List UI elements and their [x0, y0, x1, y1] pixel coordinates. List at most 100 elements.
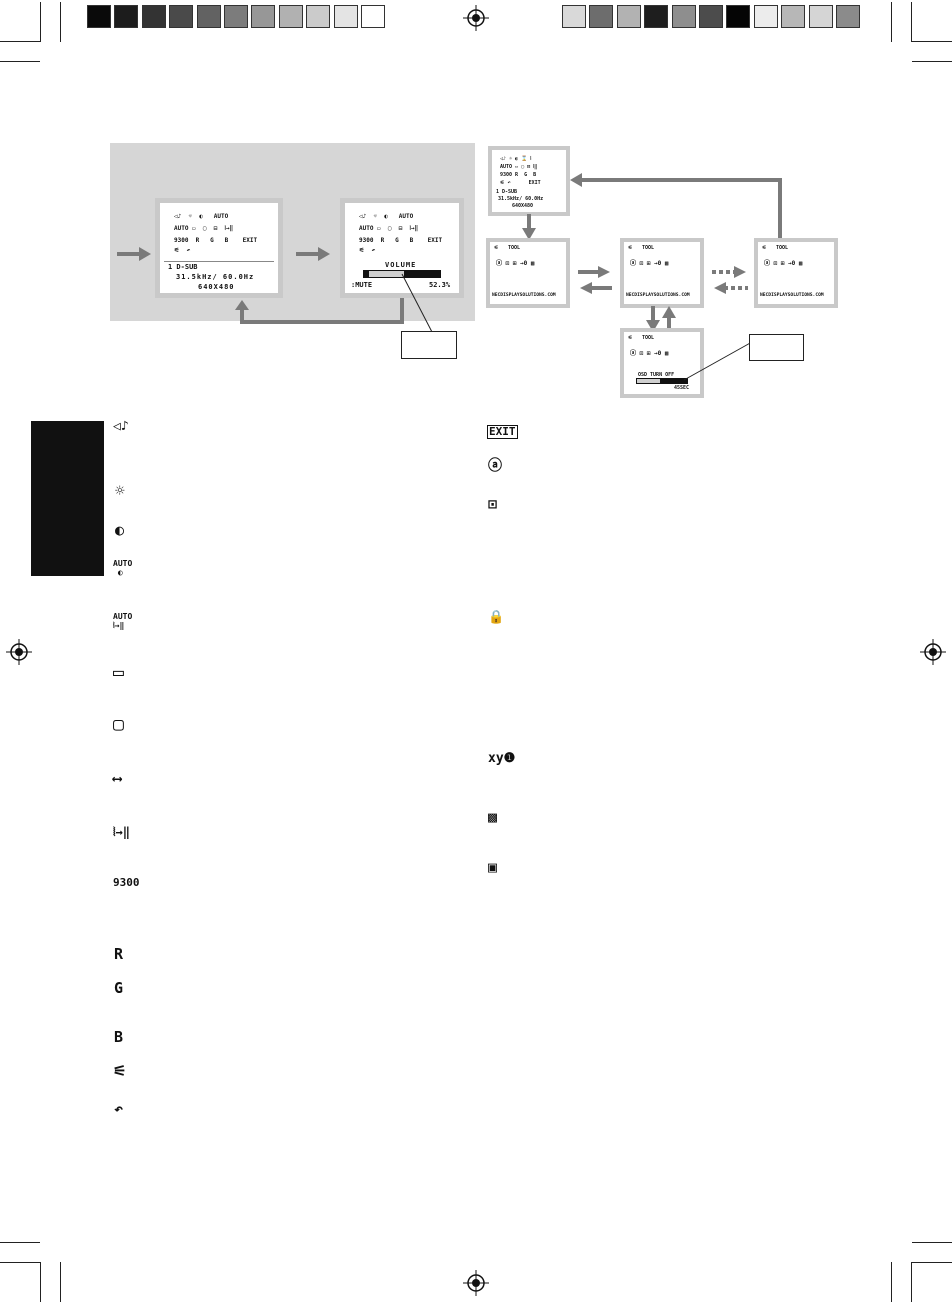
gray-swatch	[361, 5, 385, 28]
osd-icon-row: ◁♪ ☼ ◐ AUTO	[359, 213, 414, 220]
tool-icon-row: ⓐ ⊡ ⊞ →0 ▩	[764, 260, 803, 267]
crop-mark	[40, 2, 41, 42]
url-text: NECDISPLAYSOLUTIONS.COM	[760, 293, 824, 298]
osd-turn-off-slider[interactable]	[636, 378, 688, 384]
osd-icon-row: ⚟ ↶	[174, 247, 191, 254]
arrow-right-icon	[117, 247, 151, 261]
monitor-info-icon: ▣	[488, 858, 498, 876]
tool-icon-row: ⓐ ⊡ ⊞ →0 ▩	[630, 350, 669, 357]
registration-mark-icon	[463, 5, 489, 31]
osd-icon-row: AUTO ▭ ▢ ⊟ ⦚→‖	[174, 225, 234, 232]
gray-swatch	[562, 5, 586, 28]
volume-value: 52.3%	[429, 281, 451, 289]
tool-osd: ⚟ TOOL ⓐ ⊡ ⊞ →0 ▩ NECDISPLAYSOLUTIONS.CO…	[624, 242, 700, 304]
tool-title: TOOL	[642, 335, 655, 341]
crop-mark	[0, 1262, 40, 1263]
gray-swatch	[87, 5, 111, 28]
tool-icon: ⚟	[494, 245, 499, 251]
language-icon: ⓐ	[488, 458, 502, 474]
arrow-pair-icon	[578, 266, 612, 294]
callout-box	[749, 334, 804, 361]
gray-swatch	[753, 5, 778, 28]
tool-title: TOOL	[776, 245, 789, 251]
resolution-readout: 640X480	[198, 283, 235, 291]
osd-icon-row: 9300 R G B EXIT	[174, 237, 258, 244]
tool-icon-row: ⓐ ⊡ ⊞ →0 ▩	[630, 260, 669, 267]
crop-mark	[912, 1242, 952, 1243]
exit-icon: EXIT	[487, 425, 518, 439]
gray-swatch	[616, 5, 641, 28]
gray-swatch	[114, 5, 139, 28]
osd-icon-row: AUTO ▭ ▢ ⊟ ⦚→‖	[359, 225, 419, 232]
gray-swatch	[224, 5, 248, 28]
gray-swatch	[671, 5, 696, 28]
crop-mark	[0, 1242, 40, 1243]
gray-swatch	[589, 5, 614, 28]
registration-mark-icon	[463, 1270, 489, 1296]
dcc-ci-icon: ▩	[488, 808, 498, 826]
volume-slider[interactable]	[363, 270, 441, 278]
callout-line	[401, 273, 433, 333]
crop-mark	[0, 41, 40, 42]
gray-swatch	[808, 5, 833, 28]
gray-swatch	[306, 5, 331, 28]
crop-mark	[0, 61, 40, 62]
arrow-down-icon	[522, 214, 536, 240]
tool-icon: ⚟	[628, 335, 633, 341]
arrow-right-icon	[296, 247, 330, 261]
osd-icon-row: ◁♪ ☼ ◐ AUTO	[174, 213, 229, 220]
gray-swatch	[141, 5, 166, 28]
callout-box	[401, 331, 457, 359]
osd-turn-off-icon: ⊡	[488, 495, 498, 513]
auto-contrast-icon: AUTO ◐	[113, 559, 133, 577]
crop-mark	[912, 41, 952, 42]
osd-turn-off-value: 45SEC	[674, 385, 690, 391]
tool-osd: ⚟ TOOL ⓐ ⊡ ⊞ →0 ▩ NECDISPLAYSOLUTIONS.CO…	[758, 242, 834, 304]
registration-mark-icon	[6, 639, 32, 665]
crop-mark	[891, 1262, 892, 1302]
main-osd: ◁♪ ☼ ◐ AUTO AUTO ▭ ▢ ⊟ ⦚→‖ 9300 R G B EX…	[160, 203, 278, 293]
gray-swatch	[781, 5, 806, 28]
mute-label: :MUTE	[351, 281, 373, 289]
contrast-icon: ◐	[115, 521, 125, 539]
color-control-icon: 9300	[113, 876, 140, 889]
gray-swatch	[251, 5, 276, 28]
gray-swatch	[333, 5, 358, 28]
tool-icon-row: ⓐ ⊡ ⊞ →0 ▩	[496, 260, 535, 267]
green-icon: G	[114, 979, 124, 997]
tool-icon: ⚟	[762, 245, 767, 251]
input-label: 1 D-SUB	[168, 263, 198, 271]
blue-icon: B	[114, 1028, 124, 1046]
auto-adjust-icon: AUTO ⦚→‖	[113, 612, 133, 630]
gray-swatch	[699, 5, 723, 28]
crop-mark	[911, 2, 912, 42]
crop-mark	[60, 2, 61, 42]
tool-icon: ⚟	[628, 245, 633, 251]
osd-turn-off-screen: ⚟ TOOL ⓐ ⊡ ⊞ →0 ▩ OSD TURN OFF 45SEC	[624, 332, 700, 394]
volume-osd: ◁♪ ☼ ◐ AUTO AUTO ▭ ▢ ⊟ ⦚→‖ 9300 R G B EX…	[345, 203, 459, 293]
frequency-readout: 31.5kHz/ 60.0Hz	[176, 273, 255, 281]
url-text: NECDISPLAYSOLUTIONS.COM	[626, 293, 690, 298]
tool-title: TOOL	[642, 245, 655, 251]
tool-osd: ⚟ TOOL ⓐ ⊡ ⊞ →0 ▩ NECDISPLAYSOLUTIONS.CO…	[490, 242, 566, 304]
tool-title: TOOL	[508, 245, 521, 251]
crop-mark	[912, 1262, 952, 1263]
crop-mark	[891, 2, 892, 42]
gray-swatch	[726, 5, 751, 28]
left-right-icon: ▭	[113, 662, 124, 683]
down-up-icon: ▢	[113, 714, 124, 735]
brightness-icon: ☼	[115, 481, 125, 500]
red-icon: R	[114, 945, 124, 963]
gray-swatch	[644, 5, 669, 28]
crop-mark	[912, 61, 952, 62]
osd-turn-off-label: OSD TURN OFF	[638, 372, 675, 378]
url-text: NECDISPLAYSOLUTIONS.COM	[492, 293, 556, 298]
fine-icon: ⦚→‖	[113, 825, 130, 839]
callout-line	[683, 341, 753, 381]
volume-title: VOLUME	[385, 261, 417, 269]
dotted-arrow-pair-icon	[712, 266, 748, 294]
osd-turn-off-slider-fill	[637, 379, 660, 383]
volume-icon: ◁♪	[113, 419, 129, 434]
tool-icon: ⚟	[113, 1062, 127, 1080]
gray-swatch	[169, 5, 194, 28]
